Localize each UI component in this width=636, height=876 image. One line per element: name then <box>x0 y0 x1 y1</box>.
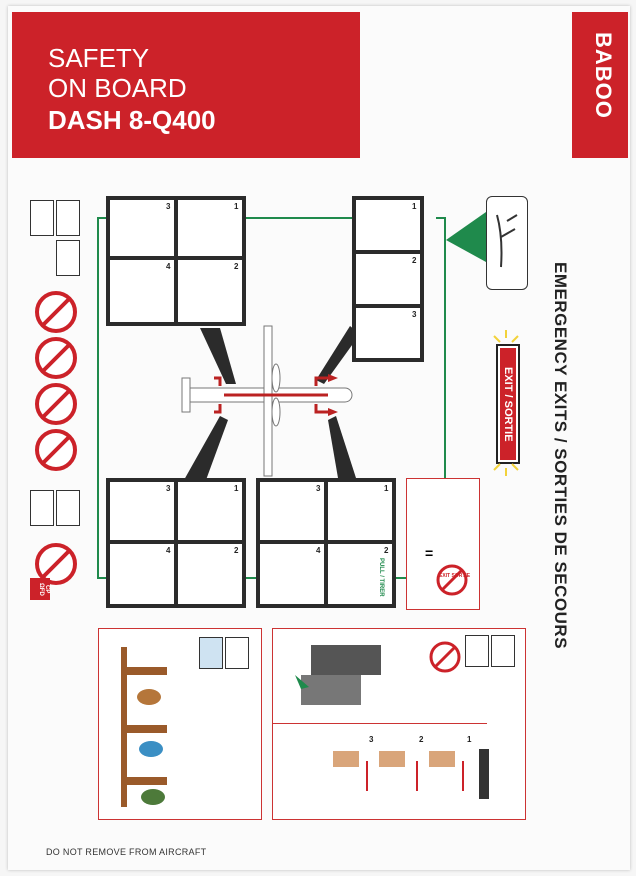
slide-exit-icon <box>225 637 249 669</box>
step-cell: 1 <box>178 200 242 256</box>
step-cell: 2 <box>356 254 420 304</box>
exit-sign: EXIT / SORTIE <box>496 344 520 464</box>
step-number: 2 <box>234 262 239 271</box>
seat-card-icon <box>56 490 80 526</box>
brace-step-number: 2 <box>419 735 424 744</box>
no-child-icon <box>35 543 77 585</box>
step-number: 4 <box>166 546 171 555</box>
step-number: 2 <box>384 546 389 555</box>
brace-position-box <box>98 628 262 820</box>
seat-card-icon <box>491 635 515 667</box>
title-line-2: ON BOARD <box>48 73 187 103</box>
seatbelt-instructions-box: 3 2 1 <box>272 628 526 820</box>
step-cell: 3 <box>110 200 174 256</box>
exit-glow-icon <box>493 330 519 476</box>
step-number: 4 <box>316 546 321 555</box>
cp-label: CP ΩFD <box>30 578 50 600</box>
title-line-1: SAFETY <box>48 43 150 73</box>
bottom-left-exit-panel: 3 1 4 2 <box>106 478 246 608</box>
brace-step-number: 1 <box>467 735 472 744</box>
seat-card-icon <box>56 240 80 276</box>
step-cell: 3 <box>110 482 174 540</box>
prohibition-icons <box>35 291 77 471</box>
brand-logo: BABOO <box>572 12 628 158</box>
step-number: 2 <box>234 546 239 555</box>
section-divider <box>273 723 487 724</box>
seat-card-icon <box>56 200 80 236</box>
exit-sign-label: EXIT / SORTIE <box>500 348 516 460</box>
step-number: 3 <box>316 484 321 493</box>
pull-label: PULL / TIRER <box>378 558 384 597</box>
brand-name: BABOO <box>591 32 616 119</box>
bottom-mid-exit-panel: 3 1 4 2 PULL / TIRER <box>256 478 396 608</box>
step-number: 1 <box>412 202 417 211</box>
step-cell: 2 <box>178 544 242 604</box>
step-cell: 4 <box>110 544 174 604</box>
exit-warning-box: = EXIT SORTIE <box>406 478 480 610</box>
step-cell: 2 <box>178 260 242 322</box>
step-number: 4 <box>166 262 171 271</box>
step-number: 1 <box>234 202 239 211</box>
step-cell: 4 <box>260 544 324 604</box>
step-cell: 2 PULL / TIRER <box>328 544 392 604</box>
door-handle-icon <box>486 196 528 290</box>
step-cell: 1 <box>356 200 420 250</box>
step-cell: 1 <box>328 482 392 540</box>
step-cell: 1 <box>178 482 242 540</box>
step-number: 1 <box>234 484 239 493</box>
aircraft-model: DASH 8-Q400 <box>48 105 216 135</box>
no-exit-label: EXIT SORTIE <box>439 573 471 579</box>
aircraft-diagram <box>181 325 353 477</box>
brace-step-number: 3 <box>369 735 374 744</box>
step-cell: 4 <box>110 260 174 322</box>
step-cell: 3 <box>356 308 420 358</box>
seat-card-icon <box>465 635 489 667</box>
equals-sign: = <box>425 545 434 561</box>
seated-passengers-illustration <box>121 647 167 807</box>
emergency-exits-title: EMERGENCY EXITS / SORTIES DE SECOURS <box>551 262 570 650</box>
seatbelt-steps-illustration <box>333 749 489 799</box>
top-left-exit-panel: 3 1 4 2 <box>106 196 246 326</box>
footer-notice: DO NOT REMOVE FROM AIRCRAFT <box>46 847 207 857</box>
step-number: 1 <box>384 484 389 493</box>
no-exit-icon <box>436 564 468 596</box>
no-seatback-icon <box>429 641 461 673</box>
step-number: 3 <box>412 310 417 319</box>
step-cell: 3 <box>260 482 324 540</box>
seat-card-icon <box>30 200 54 236</box>
step-number: 3 <box>166 484 171 493</box>
step-number: 3 <box>166 202 171 211</box>
top-right-exit-panel: 1 2 3 <box>352 196 424 362</box>
step-number: 2 <box>412 256 417 265</box>
seat-card-icon <box>30 490 54 526</box>
title-banner: SAFETY ON BOARD DASH 8-Q400 <box>12 12 360 158</box>
seat-push-illustration <box>295 645 381 705</box>
water-exit-icon <box>199 637 223 669</box>
